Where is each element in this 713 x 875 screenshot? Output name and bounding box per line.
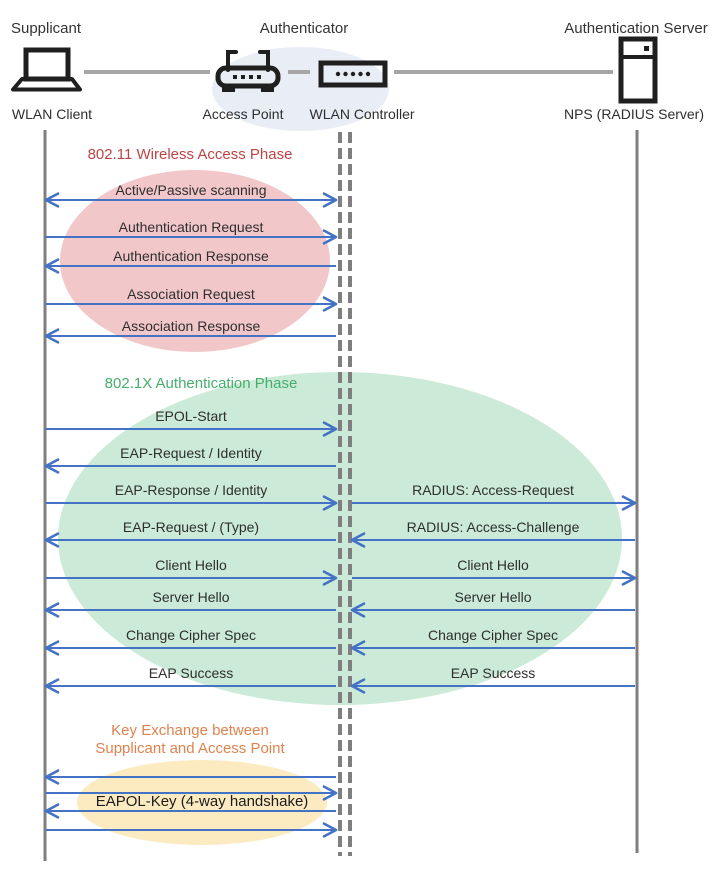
message-label-client-hello-left: Client Hello [155,557,227,573]
access-point-icon [215,50,281,92]
role-supplicant: Supplicant [10,20,82,37]
message-label-eapol-key: EAPOL-Key (4-way handshake) [95,793,309,810]
message-label-server-hello-right: Server Hello [454,589,532,605]
device-nps-radius-server: NPS (RADIUS Server) [563,106,705,122]
message-label-eap-response-identity: EAP-Response / Identity [114,482,268,498]
message-label-radius-access-request: RADIUS: Access-Request [412,482,574,498]
message-label-radius-access-challenge: RADIUS: Access-Challenge [406,519,580,535]
device-wlan-client: WLAN Client [11,106,93,122]
role-authentication-server: Authentication Server [564,20,708,37]
message-label-server-hello-left: Server Hello [152,589,230,605]
phase3-title: Key Exchange between Supplicant and Acce… [95,722,284,758]
message-label-authentication-response: Authentication Response [113,248,269,264]
message-label-eap-success-left: EAP Success [148,665,234,681]
message-label-active-passive-scanning: Active/Passive scanning [115,182,267,198]
device-wlan-controller: WLAN Controller [309,106,415,122]
phase2-title: 802.1X Authentication Phase [104,375,298,392]
role-authenticator: Authenticator [259,20,349,37]
message-label-authentication-request: Authentication Request [118,219,264,235]
message-label-epol-start: EPOL-Start [155,408,227,424]
message-label-change-cipher-spec-right: Change Cipher Spec [428,627,558,643]
message-label-client-hello-right: Client Hello [457,557,529,573]
message-label-association-request: Association Request [127,286,255,302]
message-label-association-response: Association Response [121,318,261,334]
message-label-change-cipher-spec-left: Change Cipher Spec [126,627,256,643]
message-label-eap-request-identity: EAP-Request / Identity [120,445,262,461]
wlan-controller-icon [318,60,388,88]
laptop-icon [11,47,82,92]
server-icon [618,36,658,104]
message-label-eap-request-type: EAP-Request / (Type) [122,519,260,535]
phase3-title-line2: Supplicant and Access Point [95,740,285,757]
device-access-point: Access Point [202,106,284,122]
message-label-eap-success-right: EAP Success [450,665,536,681]
phase3-title-line1: Key Exchange between [111,722,269,739]
phase1-title: 802.11 Wireless Access Phase [87,146,293,163]
